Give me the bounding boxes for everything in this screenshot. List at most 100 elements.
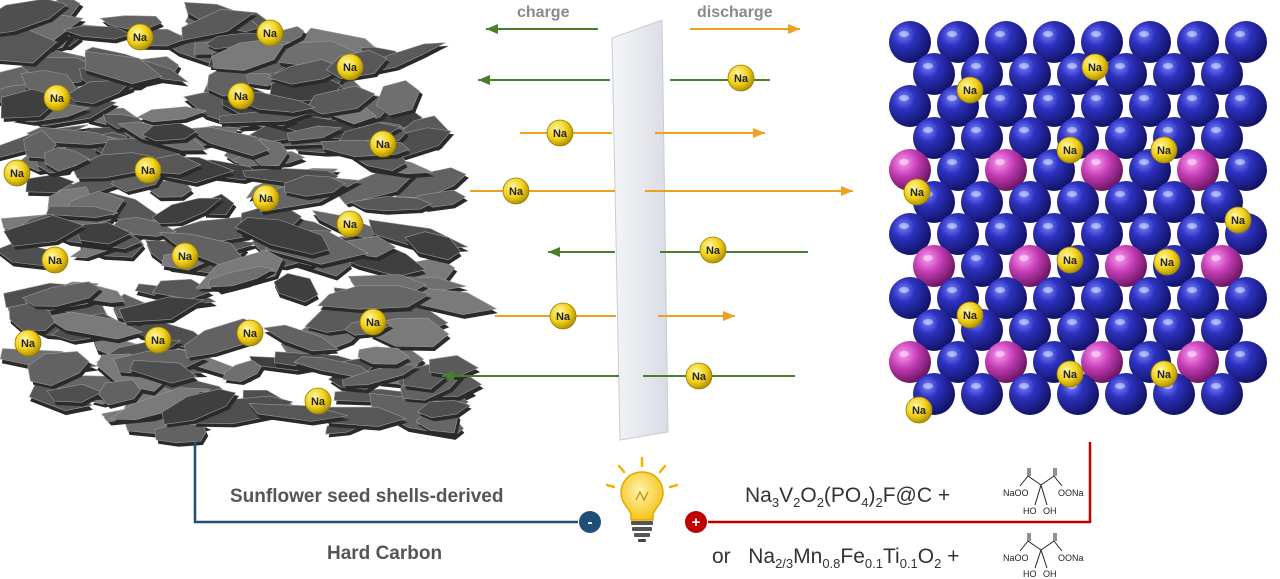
carbon-flake [0,0,70,40]
lattice-sphere [1009,53,1051,95]
discharge-arrow [645,186,853,196]
lattice-sphere [1153,181,1195,223]
lattice-sphere [1225,21,1267,63]
sodium-ion: Na [43,84,71,112]
discharge-indicator: discharge [697,4,773,21]
dopant-sphere [985,149,1027,191]
sodium-ion: Na [171,242,199,270]
sodium-ion-label: Na [1063,145,1078,157]
molecule-left-group: NaOO [1003,488,1029,498]
sodium-ion-label: Na [963,310,978,322]
sodium-ion-label: Na [133,32,148,44]
dopant-sphere [1081,149,1123,191]
sodium-ion: Na [1224,206,1252,234]
lattice-sphere [1105,373,1147,415]
cathode-formula-1: Na3V2O2(PO4)2F@C + [745,484,951,511]
lightbulb-icon [605,456,679,542]
lattice-sphere [1033,85,1075,127]
sodium-ion-label: Na [243,328,258,340]
carbon-flake [129,360,198,388]
sodium-ion-label: Na [1063,255,1078,267]
carbon-flake [8,303,56,335]
sodium-ion: Na [956,76,984,104]
carbon-flake [84,51,163,88]
sodium-ion: Na [369,130,397,158]
sodium-ion: Na [905,396,933,424]
sodium-ion: Na [236,319,264,347]
carbon-flake [0,28,60,67]
lattice-sphere [961,117,1003,159]
sodium-ion: Na [685,362,713,390]
sodium-ion-label: Na [366,317,381,329]
sodium-ion-label: Na [178,251,193,263]
carbon-flake [207,266,277,291]
carbon-flake [74,222,134,249]
molecule-left-group: NaOO [1003,553,1029,563]
lattice-sphere [1129,21,1171,63]
lattice-sphere [1081,85,1123,127]
sodium-ion: Na [1056,360,1084,388]
molecule-hydroxyl-right: OH [1043,506,1057,516]
sodium-ion: Na [336,210,364,238]
sodium-ion-label: Na [151,335,166,347]
additive-molecule: NaOO OONa HO OH [1003,533,1084,579]
dopant-sphere [985,341,1027,383]
lattice-sphere [961,373,1003,415]
carbon-flake [98,379,144,409]
carbon-flake [22,281,103,310]
sodium-ion-label: Na [910,187,925,199]
lattice-sphere [913,309,955,351]
carbon-flake [349,196,434,215]
lattice-sphere [1201,53,1243,95]
sodium-ion-label: Na [376,139,391,151]
sodium-ion-label: Na [50,93,65,105]
sodium-ion: Na [14,329,42,357]
charge-arrow [486,24,598,34]
positive-terminal: + [685,511,707,533]
sodium-ion: Na [336,53,364,81]
molecule-right-group: OONa [1058,553,1084,563]
positive-sign: + [692,514,701,531]
lattice-sphere [1081,213,1123,255]
sodium-ion-label: Na [556,311,571,323]
lattice-sphere [1177,277,1219,319]
discharge-arrow [690,24,800,34]
charge-arrow [548,247,615,257]
lattice-sphere [889,21,931,63]
discharge-label: discharge [697,4,773,21]
lattice-sphere [1105,309,1147,351]
lattice-sphere [961,245,1003,287]
lattice-sphere [1129,85,1171,127]
sodium-ion-label: Na [259,193,274,205]
carbon-flake [317,285,432,314]
carbon-flake [357,346,411,369]
sodium-ion: Na [144,326,172,354]
sodium-ion-label: Na [343,219,358,231]
carbon-flake [151,197,225,227]
dopant-sphere [1081,341,1123,383]
sodium-ion: Na [549,302,577,330]
molecule-hydroxyl-left: HO [1023,506,1037,516]
lattice-sphere [1225,85,1267,127]
carbon-flake [222,359,265,385]
carbon-flake [23,129,59,162]
carbon-flake [154,422,209,447]
carbon-flake [262,324,339,356]
lattice-sphere [985,85,1027,127]
separator-membrane [611,19,669,441]
sodium-ion: Na [256,19,284,47]
lattice-sphere [1009,117,1051,159]
dopant-sphere [889,341,931,383]
sodium-ion-label: Na [234,91,249,103]
sodium-ion-label: Na [1157,145,1172,157]
anode-wire [193,442,578,524]
sodium-ion-label: Na [311,396,326,408]
charge-indicator: charge [517,4,570,21]
lattice-sphere [985,21,1027,63]
dopant-sphere [1105,245,1147,287]
lattice-sphere [937,213,979,255]
lattice-sphere [961,181,1003,223]
